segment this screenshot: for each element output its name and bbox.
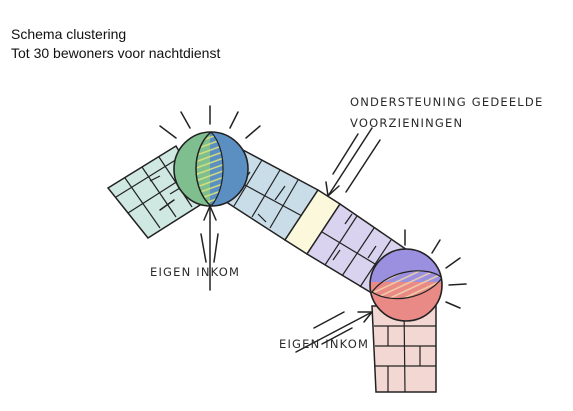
label-own-entrance-top: EIGEN INKOM	[150, 265, 240, 279]
diagram-title: Schema clustering	[11, 26, 127, 42]
arrow-entrance-top	[200, 205, 219, 291]
sphere-rays-lower-right	[404, 229, 467, 309]
arrow-entrance-bottom	[295, 311, 373, 353]
label-own-entrance-bottom: EIGEN INKOM	[279, 337, 369, 351]
label-shared-facilities-1: ONDERSTEUNING GEDEELDE	[350, 95, 543, 109]
label-shared-facilities-2: VOORZIENINGEN	[350, 116, 463, 130]
diagram-subtitle: Tot 30 bewoners voor nachtdienst	[11, 45, 221, 61]
sphere-rays-upper-left	[159, 105, 261, 211]
wing-bottom	[371, 305, 437, 393]
title-block: Schema clustering Tot 30 bewoners voor n…	[11, 25, 220, 63]
arrow-shared-facilities	[325, 127, 381, 197]
sphere-lower-right	[369, 248, 443, 322]
